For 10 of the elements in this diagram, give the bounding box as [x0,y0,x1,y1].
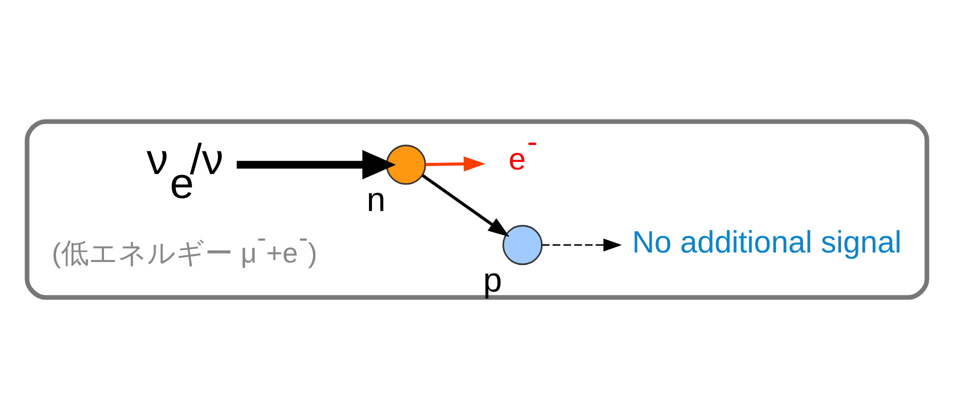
arrow [421,173,510,236]
arrow [542,238,622,251]
node-text: No additional signal [632,224,902,260]
node-label: n [366,180,386,219]
cluster [24,118,930,300]
node-circle [502,224,543,265]
node-circle [386,144,426,184]
node-label: p [483,260,502,299]
arrow [236,150,396,179]
arrow [426,156,486,172]
